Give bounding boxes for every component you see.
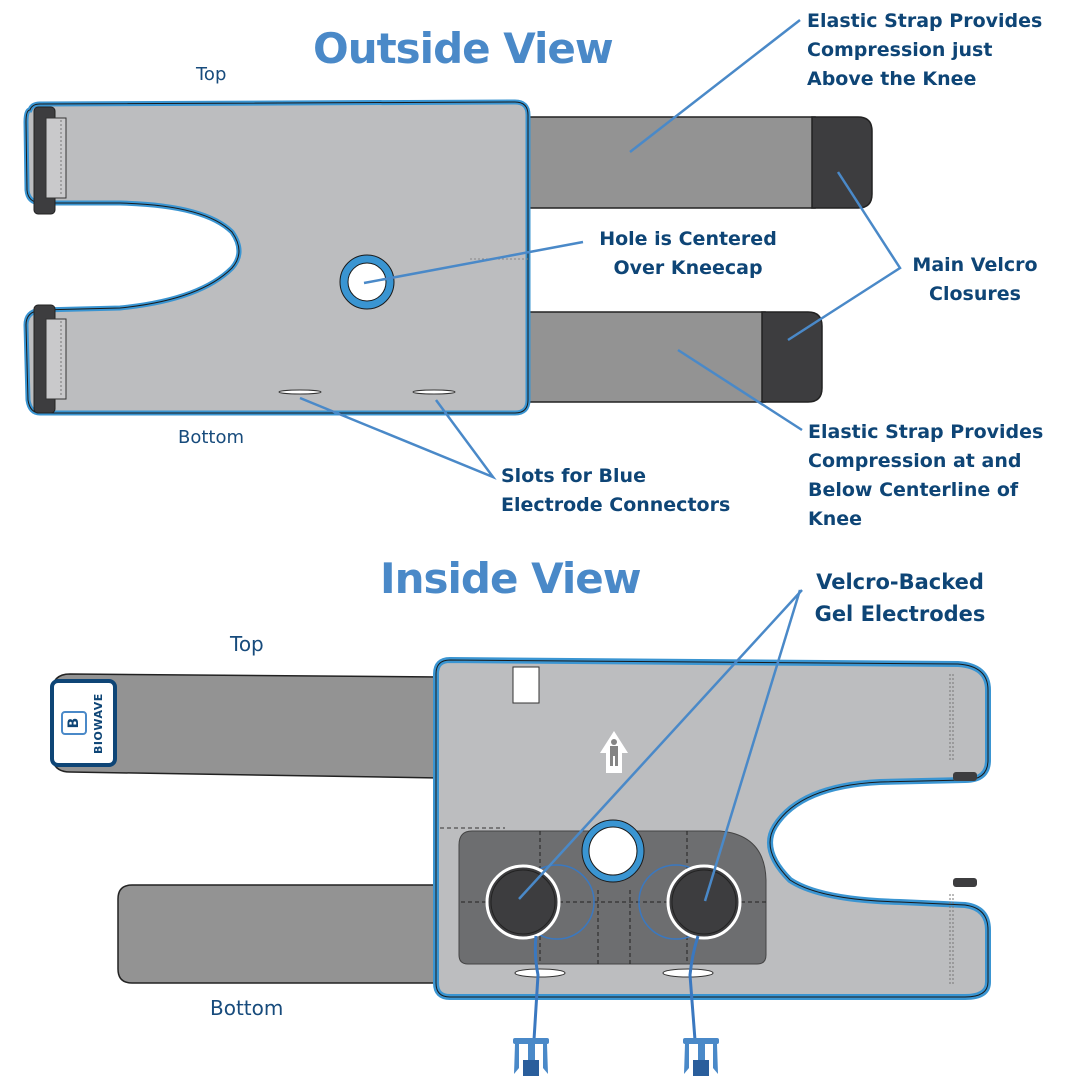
callout-upper-strap: Elastic Strap Provides Compression just … (807, 7, 1042, 94)
callout-text-line: Gel Electrodes (814, 602, 986, 626)
inside-bottom-strap (117, 884, 441, 984)
inside-bottom-label: Bottom (210, 996, 284, 1020)
electrode-wire-right (688, 935, 700, 1041)
callout-text-line: Slots for Blue (501, 465, 646, 487)
connector-slot-right (412, 389, 456, 395)
inside-top-label: Top (230, 632, 264, 656)
lower-right-buckle (953, 878, 977, 887)
outside-view-title: Outside View (313, 24, 614, 73)
outside-view-brace (23, 99, 873, 416)
gel-electrode-right (666, 864, 742, 940)
upper-velcro-closure (811, 116, 873, 209)
callout-text-line: Velcro-Backed (816, 570, 984, 594)
callout-text-line: Closures (929, 283, 1021, 305)
outside-brace-body (23, 99, 531, 416)
electrode-wire-left (532, 935, 540, 1041)
orientation-arrow-icon (600, 731, 628, 773)
blue-connector-left (513, 1038, 549, 1076)
callout-line-electrode-right (703, 589, 802, 902)
inside-callout-lines (518, 589, 803, 902)
biowave-logo: B BIOWAVE (58, 688, 110, 760)
lower-buckle-tab (45, 318, 67, 400)
callout-velcro: Main Velcro Closures (900, 251, 1050, 309)
callout-text-line: Elastic Strap Provides (808, 421, 1044, 443)
callout-line-velcro (787, 171, 902, 342)
lower-elastic-strap (509, 311, 766, 403)
outside-bottom-label: Bottom (178, 427, 245, 448)
gel-electrode-left (485, 864, 561, 940)
upper-elastic-strap (509, 116, 816, 209)
callout-text-line: Elastic Strap Provides (807, 10, 1043, 32)
callout-text-line: Compression just (807, 39, 993, 61)
callout-hole: Hole is Centered Over Kneecap (588, 225, 788, 283)
callout-text-line: Main Velcro (912, 254, 1038, 276)
biowave-logo-patch (50, 679, 117, 767)
connector-slot-left (278, 389, 322, 395)
callout-lower-strap: Elastic Strap Provides Compression at an… (808, 418, 1043, 534)
callout-text-line: Above the Knee (807, 68, 977, 90)
callout-line-slots (299, 396, 497, 480)
callout-line-hole (363, 240, 584, 285)
outside-callout-lines (299, 19, 902, 480)
callout-slots: Slots for Blue Electrode Connectors (501, 462, 730, 520)
inside-view-title: Inside View (380, 554, 642, 603)
callout-text-line: Hole is Centered (599, 228, 777, 250)
callout-text-line: Knee (808, 508, 863, 530)
callout-text-line: Electrode Connectors (501, 494, 731, 516)
logo-b-icon: B (61, 711, 87, 735)
upper-buckle-tab (45, 117, 67, 199)
outside-top-label: Top (196, 64, 227, 85)
callout-text-line: Below Centerline of (808, 479, 1019, 501)
callout-text-line: Over Kneecap (613, 257, 763, 279)
lower-velcro-closure (761, 311, 823, 403)
callout-electrodes: Velcro-Backed Gel Electrodes (795, 566, 1005, 630)
inside-view-brace (50, 656, 991, 1076)
callout-line-upper-strap (629, 19, 801, 153)
logo-brand-text: BIOWAVE (92, 693, 105, 754)
blue-connector-right (683, 1038, 719, 1076)
inside-slot-left (514, 968, 566, 978)
size-tag (512, 666, 540, 704)
callout-line-lower-strap (677, 348, 803, 432)
upper-right-buckle (953, 772, 977, 781)
inside-slot-right (662, 968, 714, 978)
callout-text-line: Compression at and (808, 450, 1022, 472)
callout-line-electrode-left (518, 589, 803, 900)
